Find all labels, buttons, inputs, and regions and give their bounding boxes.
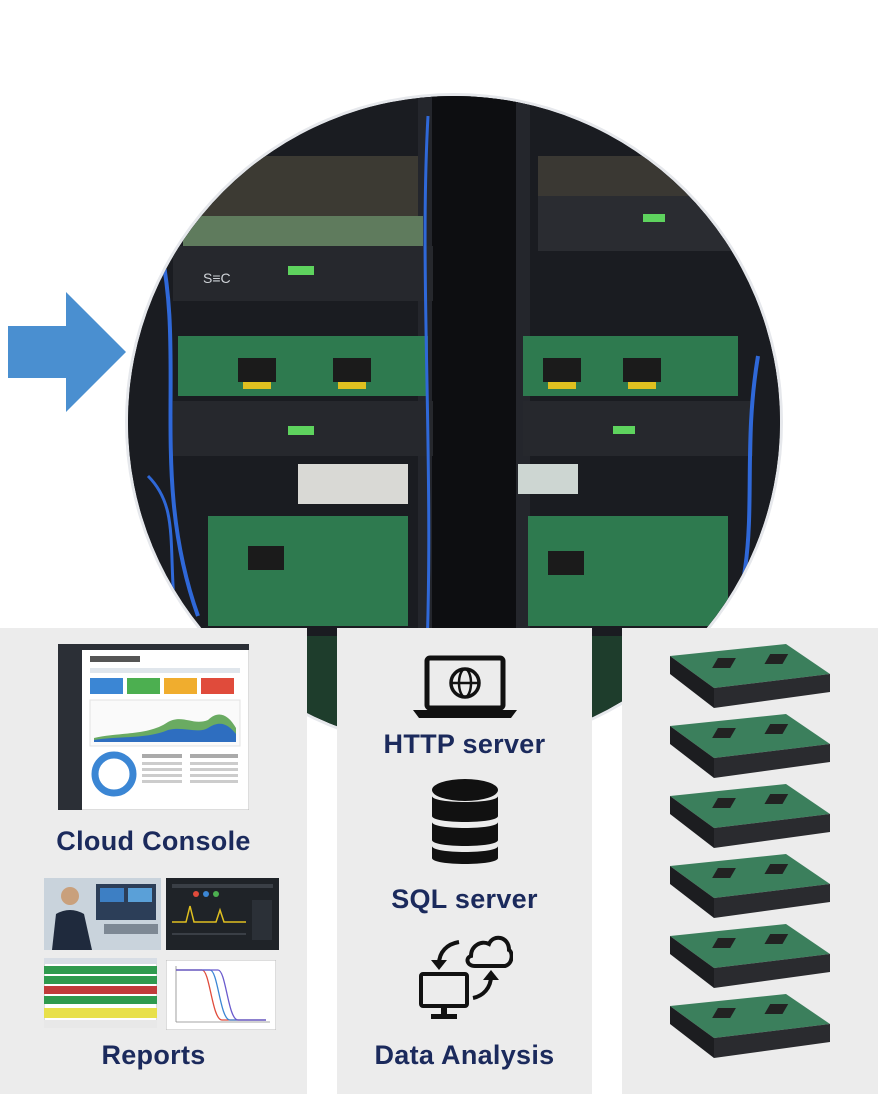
server-services-panel: HTTP server SQL server Data Analysis	[337, 628, 592, 1094]
http-server-label: HTTP server	[383, 729, 546, 759]
tester-chassis	[670, 644, 830, 708]
reports-label: Reports	[101, 1040, 206, 1070]
tester-chassis	[670, 924, 830, 988]
tester-chassis	[670, 784, 830, 848]
computer-cloud-sync-icon	[418, 935, 513, 1019]
cloud-console-screenshot	[58, 644, 249, 810]
curve-plot-screenshot	[166, 960, 276, 1030]
arrow-right-icon	[8, 292, 126, 412]
chassis-logo: S≡C	[203, 270, 231, 286]
monitor-dashboard-screenshot	[166, 878, 279, 950]
tester-stack-panel	[622, 628, 878, 1094]
tester-chassis	[670, 854, 830, 918]
sql-server-label: SQL server	[391, 884, 538, 914]
tester-chassis	[670, 994, 830, 1058]
laptop-globe-icon	[412, 655, 517, 718]
tester-chassis	[670, 714, 830, 778]
cloud-console-label: Cloud Console	[56, 826, 251, 856]
operator-photo	[44, 878, 161, 950]
data-analysis-label: Data Analysis	[374, 1040, 555, 1070]
database-icon	[431, 779, 498, 864]
waveform-report-screenshot	[44, 958, 157, 1028]
cloud-console-panel: Cloud Console Reports	[0, 628, 307, 1094]
